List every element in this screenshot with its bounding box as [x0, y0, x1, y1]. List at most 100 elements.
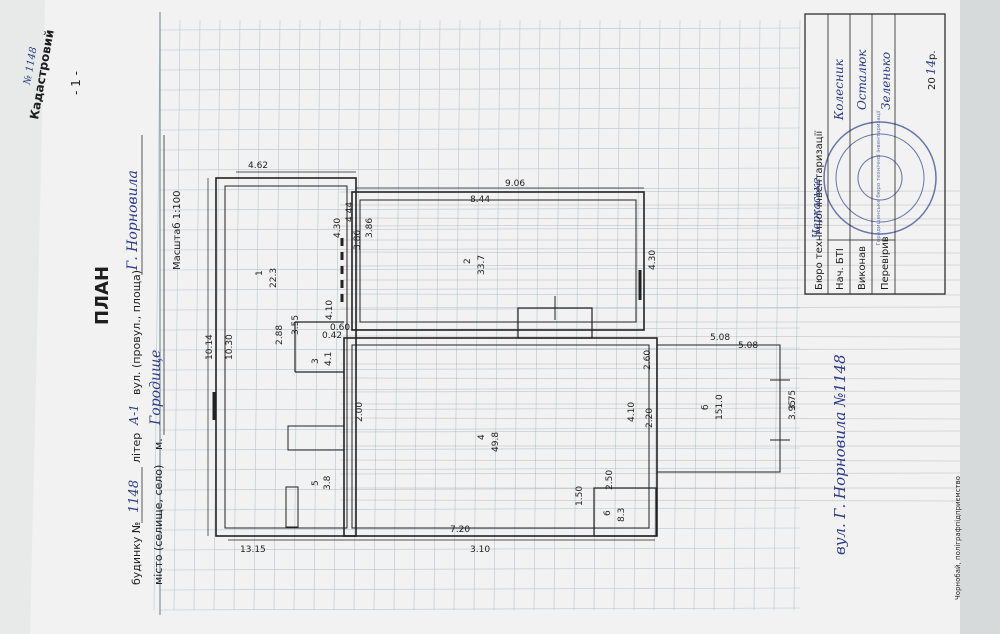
grid-line	[333, 19, 341, 611]
grid-line	[613, 19, 621, 611]
grid-line	[159, 587, 801, 591]
grid-line	[593, 19, 601, 611]
grid-line	[773, 19, 781, 611]
grid-line	[159, 387, 801, 391]
room-area-1: 22.3	[269, 268, 279, 288]
printer-note: Чорнобай, поліграфпідприємство	[954, 476, 962, 600]
grid-line	[713, 19, 721, 611]
grid-line	[293, 19, 301, 611]
dimension-label: 8.44	[470, 195, 490, 205]
room-code-5: 5	[311, 480, 321, 486]
grid-line	[673, 19, 681, 611]
grid-line	[159, 187, 801, 191]
grid-line	[253, 19, 261, 611]
dimension-label: 4.44	[345, 202, 355, 222]
bureau-handwritten: Черкаське	[810, 177, 823, 238]
paper-edge	[960, 0, 1000, 634]
dimension-label: 4.10	[325, 300, 335, 320]
plan-title: ПЛАН	[92, 266, 113, 325]
noise-line	[339, 306, 961, 309]
room-code-6: 6	[603, 510, 613, 516]
grid-line	[733, 19, 741, 611]
grid-line	[159, 207, 801, 211]
room-code-4: 4	[477, 434, 487, 440]
letter-value: А-1	[127, 404, 141, 426]
partition-block	[287, 425, 345, 451]
room-area-6: 8.3	[617, 508, 627, 522]
dimension-label: 3.10	[470, 545, 490, 555]
grid-line	[313, 19, 321, 611]
dimension-label: 2.60	[643, 350, 653, 370]
noise-line	[339, 348, 961, 351]
grid-line	[159, 547, 801, 551]
grid-line	[159, 307, 801, 311]
dimension-label: 7.20	[450, 525, 470, 535]
outer-wall-upper	[351, 191, 645, 331]
street-label: вул. (провул., площа)	[130, 270, 143, 395]
room-area-3: 4.1	[324, 352, 334, 366]
outer-wall-left	[215, 177, 357, 537]
grid-line	[159, 167, 801, 171]
grid-line	[633, 19, 641, 611]
noise-line	[339, 224, 961, 227]
inner-wall-upper	[359, 199, 637, 323]
grid-line	[159, 507, 801, 511]
grid-line	[493, 19, 501, 611]
city-value: Городище	[148, 350, 164, 426]
grid-line	[653, 19, 661, 611]
grid-line	[513, 19, 521, 611]
dimension-label: 10.14	[205, 334, 215, 360]
noise-line	[339, 293, 961, 296]
dimension-label: 3.95	[788, 400, 798, 420]
noise-line	[339, 264, 961, 267]
dimension-label: 0.60	[330, 323, 350, 333]
bureau-label: Бюро технічної інвентаризації	[813, 131, 825, 290]
dimension-label: 2.20	[645, 408, 655, 428]
grid-line	[159, 327, 801, 331]
inner-wall-left	[224, 185, 348, 529]
grid-line	[413, 19, 421, 611]
dimension-label: 10.30	[225, 334, 235, 360]
grid-line	[159, 447, 801, 451]
grid-line	[159, 127, 801, 131]
dimension-label: 3.75	[788, 390, 798, 410]
grid-line	[433, 19, 441, 611]
noise-line	[339, 430, 961, 433]
grid-line	[159, 227, 801, 231]
room-code-yard: б	[701, 404, 711, 410]
grid-line	[159, 487, 801, 491]
paper-sheet	[30, 0, 1000, 634]
dimension-label: 5.08	[710, 333, 730, 343]
grid-line	[153, 19, 161, 611]
address-note: вул. Г. Норновила №1148	[831, 354, 849, 555]
grid-line	[159, 47, 801, 51]
house-number: 1148	[127, 480, 142, 513]
dimension-label: 4.10	[627, 402, 637, 422]
row-label-head: Нач. БТІ	[835, 248, 846, 290]
grid-line	[159, 107, 801, 111]
grid-line	[213, 19, 221, 611]
room-code-3: 3	[311, 358, 321, 364]
grid-line	[159, 427, 801, 431]
floor-plan	[207, 171, 790, 541]
dimension-label: 0.42	[322, 331, 342, 341]
dimension-label: 4.30	[648, 250, 658, 270]
grid-line	[273, 19, 281, 611]
grid-line	[233, 19, 241, 611]
room-area-4: 49.8	[491, 432, 501, 452]
page-marker: - 1 -	[69, 71, 83, 95]
city-label: місто (селище, село)	[152, 465, 165, 585]
grid-line	[159, 347, 801, 351]
dimension-label: 4.30	[333, 218, 343, 238]
grid-line	[173, 19, 181, 611]
room-labels: 1 22.3 2 33.7 3 4.1 4 49.8 5 3.8 6 8.3 б…	[255, 255, 725, 522]
dimension-label: 13.15	[240, 545, 266, 555]
room-code-1: 1	[255, 270, 265, 276]
signature-checked: Зеленько	[879, 52, 893, 110]
room-code-2: 2	[463, 258, 473, 264]
noise-line	[339, 217, 961, 220]
year-value: 14	[924, 60, 938, 75]
grid-line	[159, 287, 801, 291]
noise-line	[339, 390, 961, 393]
city-prefix: м.	[152, 438, 165, 450]
